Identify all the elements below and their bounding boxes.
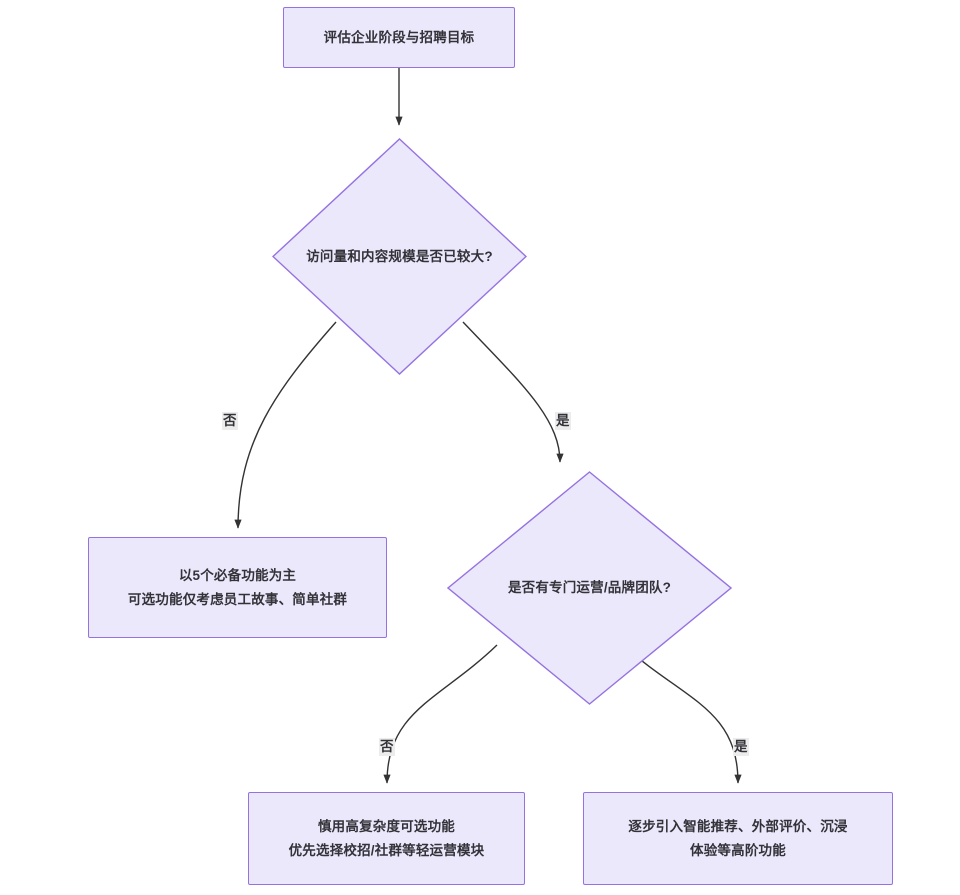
node-start-label: 评估企业阶段与招聘目标 bbox=[323, 29, 475, 45]
node-decision1[interactable]: 访问量和内容规模是否已较大? bbox=[272, 138, 527, 375]
decision2-shape bbox=[447, 471, 732, 705]
decision1-shape bbox=[272, 138, 527, 375]
edge-decision1-to-decision2 bbox=[462, 321, 564, 463]
edge-decision2-to-result-has-team bbox=[622, 644, 742, 784]
node-decision2-label: 是否有专门运营/品牌团队? bbox=[507, 580, 672, 596]
node-result-no-team-label: 慎用高复杂度可选功能 优先选择校招/社群等轻运营模块 bbox=[288, 819, 485, 858]
node-result-small-label: 以5个必备功能为主 可选功能仅考虑员工故事、简单社群 bbox=[127, 568, 348, 607]
edge-label-decision2-no-text: 否 bbox=[380, 739, 394, 754]
node-result-has-team-label: 逐步引入智能推荐、外部评价、沉浸 体验等高阶功能 bbox=[628, 819, 848, 858]
node-decision2[interactable]: 是否有专门运营/品牌团队? bbox=[447, 471, 732, 705]
edge-decision1-to-result-small bbox=[234, 321, 337, 529]
edge-label-decision1-no-text: 否 bbox=[223, 413, 237, 428]
edge-label-decision1-yes-text: 是 bbox=[556, 413, 570, 428]
node-decision1-label: 访问量和内容规模是否已较大? bbox=[306, 248, 493, 264]
edge-label-decision1-yes: 是 bbox=[555, 412, 571, 430]
edge-decision2-to-result-no-team bbox=[383, 644, 498, 784]
node-result-small[interactable]: 以5个必备功能为主 可选功能仅考虑员工故事、简单社群 bbox=[88, 537, 387, 638]
edge-label-decision1-no: 否 bbox=[222, 412, 238, 430]
node-result-no-team[interactable]: 慎用高复杂度可选功能 优先选择校招/社群等轻运营模块 bbox=[248, 792, 525, 885]
decision1-text-wrap: 访问量和内容规模是否已较大? bbox=[272, 138, 527, 375]
decision2-text-wrap: 是否有专门运营/品牌团队? bbox=[447, 471, 732, 705]
node-start[interactable]: 评估企业阶段与招聘目标 bbox=[283, 7, 515, 68]
edge-label-decision2-yes-text: 是 bbox=[734, 739, 748, 754]
edge-label-decision2-yes: 是 bbox=[733, 738, 749, 756]
node-result-has-team[interactable]: 逐步引入智能推荐、外部评价、沉浸 体验等高阶功能 bbox=[583, 792, 893, 885]
edge-label-decision2-no: 否 bbox=[379, 738, 395, 756]
